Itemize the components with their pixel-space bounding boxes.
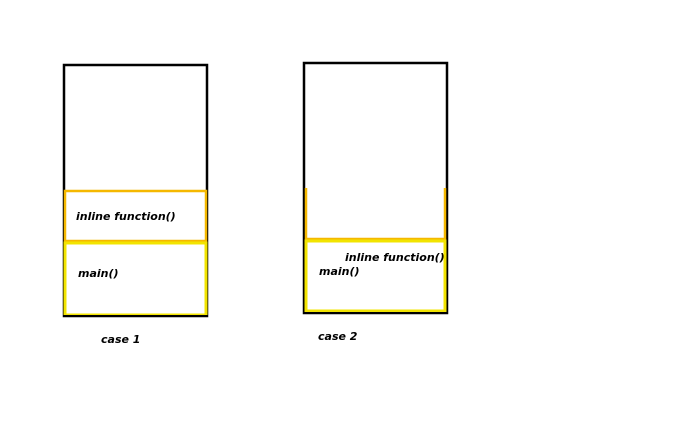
- case2-main-label: main(): [319, 265, 360, 278]
- case1-caption: case 1: [101, 333, 141, 346]
- case2-inline-frame: [304, 188, 447, 241]
- case1-stack: [62, 63, 209, 318]
- case1-inline-function-label: inline function(): [76, 210, 176, 223]
- case1-inline-frame: [63, 189, 208, 243]
- case2-caption: case 2: [318, 330, 358, 343]
- case2-inline-function-label: inline function(): [345, 251, 445, 264]
- case1-main-label: main(): [78, 267, 119, 280]
- case2-stack: [302, 61, 449, 315]
- case2-main-frame: [304, 239, 447, 313]
